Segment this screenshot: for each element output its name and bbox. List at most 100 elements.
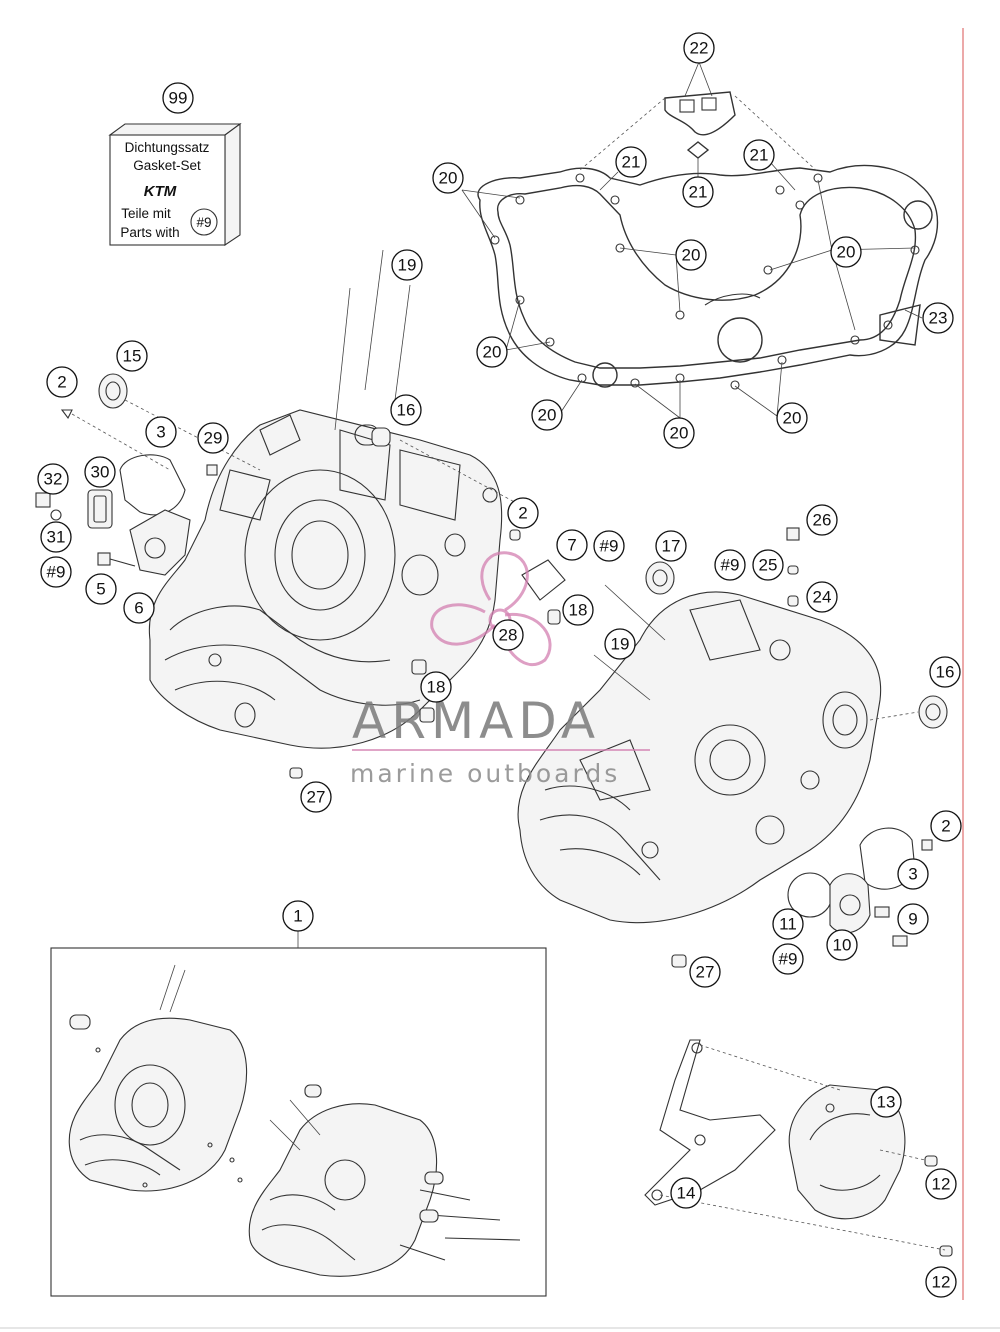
svg-text:11: 11	[779, 915, 797, 934]
callout-3[interactable]: 3	[897, 858, 929, 890]
svg-text:16: 16	[936, 663, 955, 682]
svg-text:#9: #9	[779, 950, 798, 969]
svg-text:30: 30	[91, 463, 110, 482]
right-crankcase-half-drawing	[517, 527, 882, 968]
callout-5[interactable]: 5	[85, 573, 117, 605]
svg-text:31: 31	[47, 528, 66, 547]
callout-13[interactable]: 13	[870, 1086, 902, 1118]
callout-16[interactable]: 16	[390, 394, 422, 426]
callouts: 22 99 21 21 21 20 20 20 20 20 20 20 23 1…	[37, 32, 962, 1298]
callout-9[interactable]: 9	[897, 903, 929, 935]
svg-text:21: 21	[622, 153, 641, 172]
gasket-set-line4: Parts with	[120, 225, 179, 240]
water-pump-gasket-drawing	[579, 91, 819, 173]
callout-2[interactable]: 2	[46, 366, 78, 398]
gasket-set-line3: Teile mit	[121, 206, 171, 221]
callout-18[interactable]: 18	[420, 671, 452, 703]
svg-text:3: 3	[156, 423, 165, 442]
callout-27[interactable]: 27	[689, 956, 721, 988]
svg-text:1: 1	[293, 907, 302, 926]
svg-text:23: 23	[929, 309, 948, 328]
watermark-subtitle: marine outboards	[350, 759, 620, 788]
svg-text:12: 12	[932, 1175, 951, 1194]
callout-14[interactable]: 14	[670, 1177, 702, 1209]
callout-31[interactable]: 31	[40, 521, 72, 553]
callout-22[interactable]: 22	[683, 32, 715, 64]
callout-6[interactable]: 6	[123, 592, 155, 624]
right-side-cover-parts	[787, 695, 948, 947]
brand-logo-icon: KTM	[144, 183, 177, 200]
callout-21[interactable]: 21	[615, 146, 647, 178]
callout-19[interactable]: 19	[391, 249, 423, 281]
callout-17[interactable]: 17	[655, 530, 687, 562]
assembled-crankcase-box[interactable]	[50, 930, 547, 1297]
left-crankcase-half-drawing	[148, 249, 503, 749]
svg-text:19: 19	[398, 256, 417, 275]
svg-text:25: 25	[759, 556, 778, 575]
callout-12[interactable]: 12	[925, 1266, 957, 1298]
callout-30[interactable]: 30	[84, 456, 116, 488]
callout-20[interactable]: 20	[675, 239, 707, 271]
gasket-set-ref-tag: #9	[196, 215, 211, 230]
svg-text:17: 17	[662, 537, 681, 556]
gasket-set-line2: Gasket-Set	[133, 158, 201, 173]
callout-24[interactable]: 24	[806, 581, 838, 613]
callout-ref-9[interactable]: #9	[593, 530, 625, 562]
callout-ref-9[interactable]: #9	[714, 549, 746, 581]
svg-text:12: 12	[932, 1273, 951, 1292]
svg-text:22: 22	[690, 39, 709, 58]
callout-21[interactable]: 21	[743, 139, 775, 171]
gasket-set-box[interactable]: Dichtungssatz Gasket-Set KTM Teile mit P…	[108, 122, 242, 247]
callout-25[interactable]: 25	[752, 549, 784, 581]
callout-23[interactable]: 23	[922, 302, 954, 334]
svg-text:29: 29	[204, 429, 223, 448]
svg-text:20: 20	[483, 343, 502, 362]
callout-18[interactable]: 18	[562, 594, 594, 626]
callout-10[interactable]: 10	[826, 929, 858, 961]
callout-32[interactable]: 32	[37, 463, 69, 495]
callout-ref-9[interactable]: #9	[772, 943, 804, 975]
callout-ref-9[interactable]: #9	[40, 556, 72, 588]
callout-21[interactable]: 21	[682, 176, 714, 208]
svg-text:16: 16	[397, 401, 416, 420]
callout-1[interactable]: 1	[282, 900, 314, 932]
callout-leaders	[461, 61, 923, 419]
callout-20[interactable]: 20	[432, 162, 464, 194]
callout-99[interactable]: 99	[162, 82, 194, 114]
svg-text:28: 28	[499, 626, 518, 645]
svg-text:20: 20	[670, 424, 689, 443]
callout-28[interactable]: 28	[492, 619, 524, 651]
callout-20[interactable]: 20	[776, 402, 808, 434]
svg-text:27: 27	[696, 963, 715, 982]
callout-7[interactable]: 7	[556, 529, 588, 561]
callout-19[interactable]: 19	[604, 628, 636, 660]
callout-20[interactable]: 20	[476, 336, 508, 368]
callout-3[interactable]: 3	[145, 416, 177, 448]
svg-text:21: 21	[750, 146, 769, 165]
callout-29[interactable]: 29	[197, 422, 229, 454]
callout-27[interactable]: 27	[300, 781, 332, 813]
callout-11[interactable]: 11	[772, 908, 804, 940]
svg-text:6: 6	[134, 599, 143, 618]
sprocket-cover-parts	[644, 1039, 953, 1257]
svg-text:27: 27	[307, 788, 326, 807]
svg-text:99: 99	[169, 89, 188, 108]
svg-text:#9: #9	[600, 537, 619, 556]
callout-26[interactable]: 26	[806, 504, 838, 536]
callout-12[interactable]: 12	[925, 1168, 957, 1200]
callout-20[interactable]: 20	[830, 236, 862, 268]
svg-text:18: 18	[569, 601, 588, 620]
svg-text:13: 13	[877, 1093, 896, 1112]
callout-20[interactable]: 20	[663, 417, 695, 449]
callout-16[interactable]: 16	[929, 656, 961, 688]
callout-15[interactable]: 15	[116, 340, 148, 372]
svg-text:2: 2	[941, 817, 950, 836]
svg-text:15: 15	[123, 347, 142, 366]
callout-20[interactable]: 20	[531, 399, 563, 431]
svg-text:32: 32	[44, 470, 63, 489]
callout-2[interactable]: 2	[507, 497, 539, 529]
svg-text:2: 2	[518, 504, 527, 523]
svg-text:24: 24	[813, 588, 832, 607]
callout-2[interactable]: 2	[930, 810, 962, 842]
svg-text:19: 19	[611, 635, 630, 654]
